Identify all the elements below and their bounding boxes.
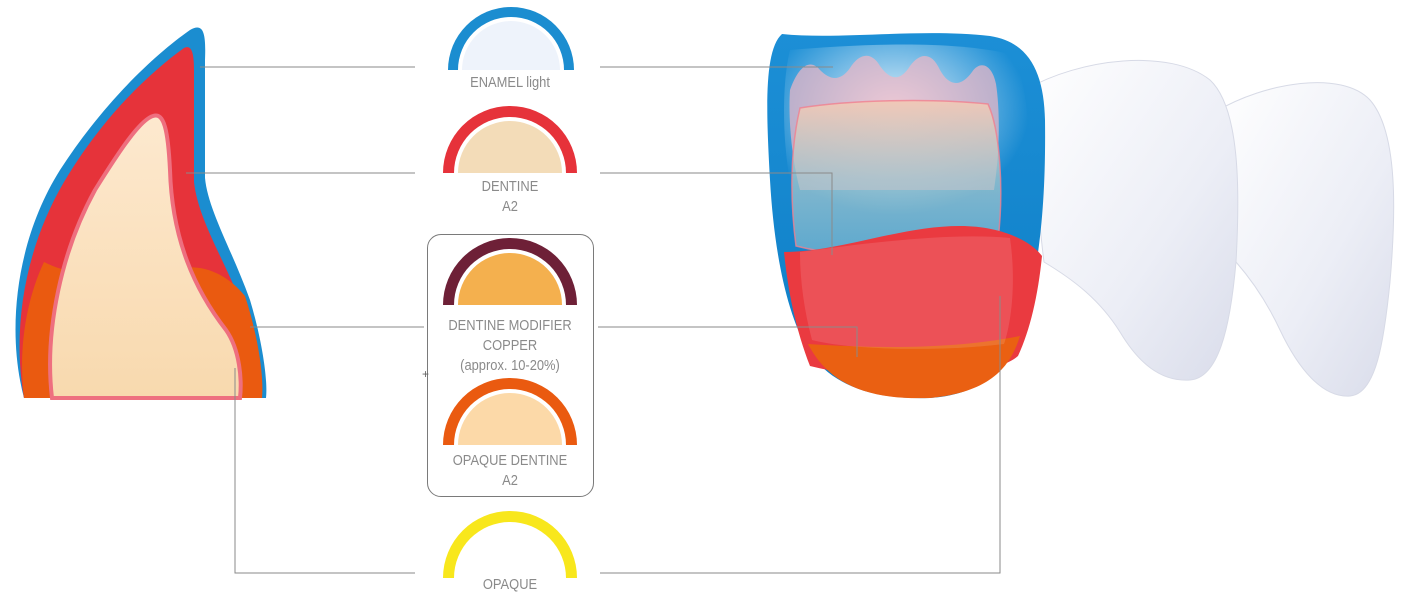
enamel-label-text: ENAMEL light xyxy=(470,74,550,91)
middle-tooth xyxy=(1024,59,1239,381)
connector-lines xyxy=(186,66,1001,574)
connector-opaque-left xyxy=(234,368,415,574)
tooth-cross-section xyxy=(15,27,267,400)
front-opaque-dentine-zone xyxy=(808,336,1020,399)
front-dentine-red-zone xyxy=(784,226,1042,378)
opaque-label-text: OPAQUE xyxy=(482,576,538,593)
modifier-label: DENTINE MODIFIER COPPER (approx. 10-20%) xyxy=(433,316,588,376)
cross-dentine-core xyxy=(48,113,243,400)
dentine-swatch-icon xyxy=(443,106,577,173)
dentine-label-line-1: DENTINE xyxy=(481,178,539,195)
opaque-dentine-label-line-2: A2 xyxy=(502,472,518,489)
front-tooth xyxy=(767,33,1046,399)
front-red-highlight xyxy=(800,236,1013,349)
dentine-modifier-swatch-icon xyxy=(443,238,577,305)
opaque-swatch-icon xyxy=(443,511,577,578)
modifier-label-line-2: COPPER xyxy=(482,337,538,354)
connector-dentine-right xyxy=(600,172,833,255)
dentine-label-line-2: A2 xyxy=(502,198,518,215)
opaque-label: OPAQUE xyxy=(446,575,575,595)
connector-modifier-right xyxy=(598,326,858,357)
enamel-label: ENAMEL light xyxy=(446,73,575,93)
dentine-label: DENTINE A2 xyxy=(446,177,575,217)
back-tooth xyxy=(1214,82,1395,397)
opaque-dentine-label: OPAQUE DENTINE A2 xyxy=(433,451,588,491)
enamel-swatch-icon xyxy=(448,7,574,70)
connector-opaque-right xyxy=(600,296,1001,574)
plus-symbol: + xyxy=(422,367,430,381)
modifier-label-line-1: DENTINE MODIFIER xyxy=(448,317,572,334)
opaque-dentine-swatch-icon xyxy=(443,378,577,445)
opaque-dentine-label-line-1: OPAQUE DENTINE xyxy=(452,452,568,469)
modifier-group-box xyxy=(427,234,594,497)
modifier-label-line-3: (approx. 10-20%) xyxy=(460,357,560,374)
neighbouring-teeth xyxy=(1024,59,1395,397)
